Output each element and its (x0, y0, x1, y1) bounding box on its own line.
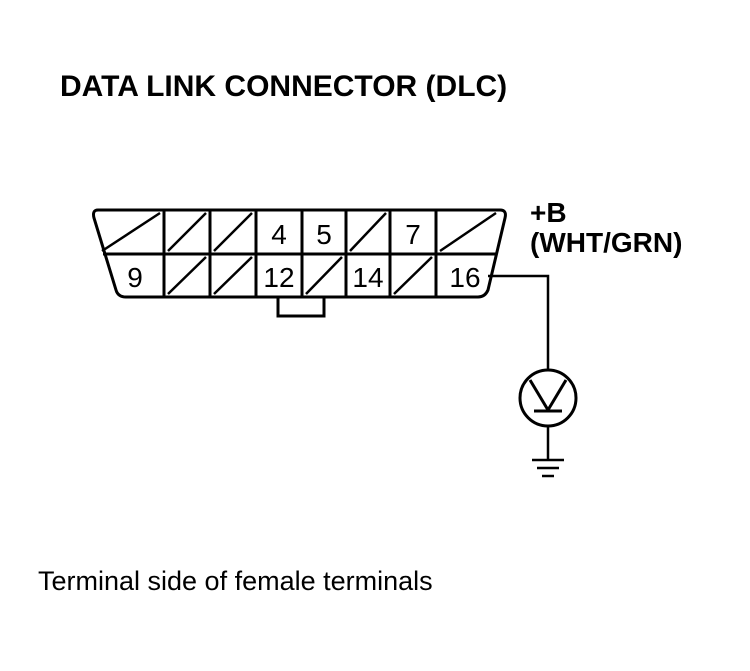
wire-pin16 (488, 274, 550, 370)
pin-14-label: 14 (352, 262, 383, 293)
ground-icon (532, 458, 564, 478)
pin-12-label: 12 (263, 262, 294, 293)
cell-dividers (162, 210, 438, 297)
test-light-v-left (528, 379, 550, 411)
connector-key (276, 297, 326, 318)
connector-outline (92, 208, 507, 299)
unused-cavity-bottom-5 (305, 256, 343, 295)
plus-b-label: +B (530, 197, 567, 228)
unused-cavity-top-3 (213, 212, 253, 252)
unused-cavity-top-6 (349, 212, 387, 252)
pin-4-label: 4 (271, 219, 287, 250)
unused-cavity-bottom-7 (393, 256, 433, 295)
unused-cavity-bottom-3 (213, 256, 253, 295)
pin-16-label: 16 (449, 262, 480, 293)
pin-9-label: 9 (127, 262, 143, 293)
test-light-icon (518, 368, 578, 428)
test-light-circle (518, 368, 578, 428)
pin-7-label: 7 (405, 219, 421, 250)
diagram-caption: Terminal side of female terminals (38, 566, 433, 596)
unused-cavity-bottom-2 (167, 256, 207, 295)
test-light-v-right (546, 379, 568, 411)
unused-cavity-top-8 (439, 211, 497, 253)
unused-cavity-top-2 (167, 212, 207, 252)
unused-cavity-top-1 (101, 211, 161, 253)
pin-5-label: 5 (316, 219, 332, 250)
diagram-title: DATA LINK CONNECTOR (DLC) (60, 70, 508, 103)
wire-color-label: (WHT/GRN) (530, 227, 682, 258)
